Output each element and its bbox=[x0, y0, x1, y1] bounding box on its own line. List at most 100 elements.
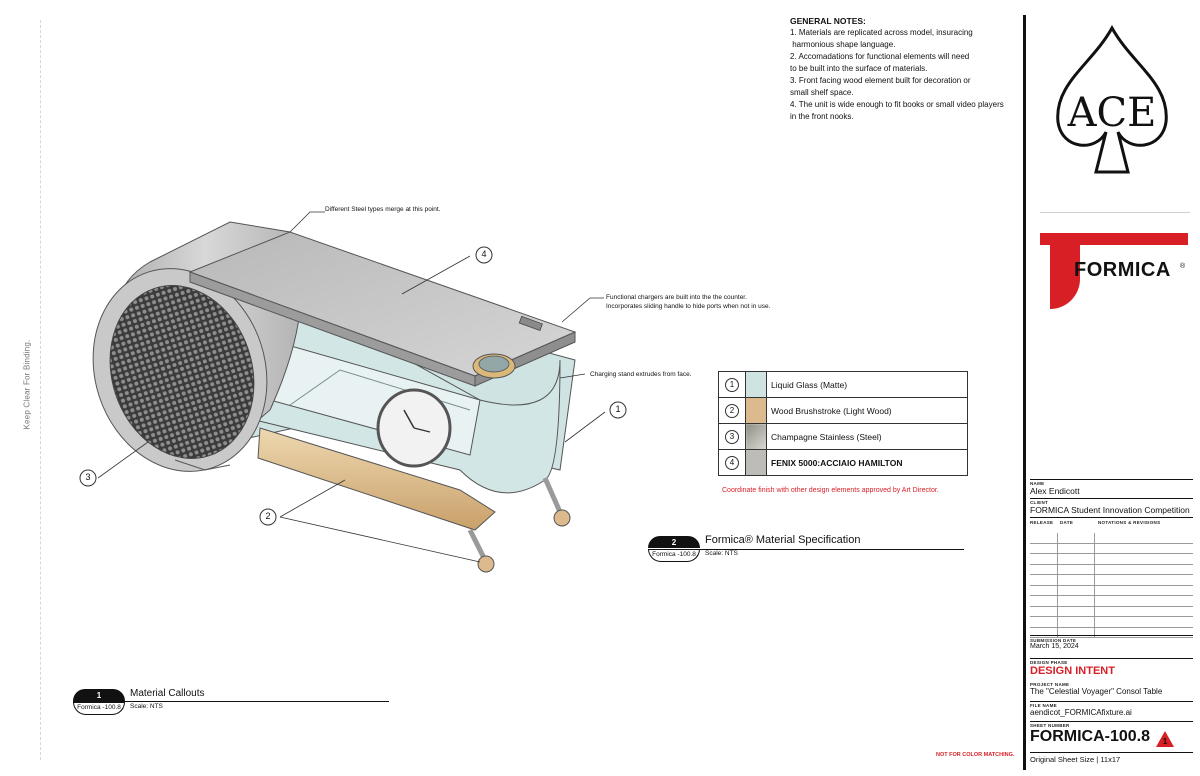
general-note-line: small shelf space. bbox=[790, 88, 854, 97]
callout-number-1: 1 bbox=[615, 404, 621, 414]
callout-bubble-4 bbox=[475, 246, 493, 264]
material-number: 3 bbox=[725, 429, 739, 444]
sheet-number: FORMICA-100.8 bbox=[1030, 728, 1151, 745]
client-value: FORMICA Student Innovation Competition bbox=[1030, 505, 1190, 515]
ace-logo-text: ACE bbox=[1067, 90, 1157, 136]
detail-2-title-line bbox=[648, 536, 964, 550]
detail-1-title: Material Callouts bbox=[130, 688, 205, 699]
title-block: NAME Alex Endicott CLIENT FORMICA Studen… bbox=[1030, 479, 1193, 529]
general-note-line: in the front nooks. bbox=[790, 112, 854, 121]
material-name: Liquid Glass (Matte) bbox=[766, 371, 968, 398]
client-section: CLIENT FORMICA Student Innovation Compet… bbox=[1030, 498, 1193, 515]
detail-1-number: 1 bbox=[73, 689, 125, 701]
file-section: FILE NAME aendicot_FORMICAfixture.ai bbox=[1030, 701, 1193, 717]
leg bbox=[467, 528, 487, 560]
revision-row bbox=[1030, 606, 1193, 617]
submission-section: SUBMISSION DATE March 15, 2024 bbox=[1030, 635, 1193, 650]
project-section: PROJECT NAME The "Celestial Voyager" Con… bbox=[1030, 682, 1193, 696]
client-label: CLIENT bbox=[1030, 500, 1049, 505]
sheet-section: SHEET NUMBER FORMICA-100.8 bbox=[1030, 721, 1193, 746]
console-table-illustration bbox=[79, 211, 627, 573]
project-value: The "Celestial Voyager" Consol Table bbox=[1030, 687, 1163, 696]
note-chargers-line2: Incorporates sliding handle to hide port… bbox=[606, 303, 771, 310]
general-note-line: 4. The unit is wide enough to fit books … bbox=[790, 100, 1004, 109]
sheet-label: SHEET NUMBER bbox=[1030, 723, 1070, 728]
submission-value: March 15, 2024 bbox=[1030, 643, 1079, 650]
revision-row bbox=[1030, 533, 1193, 544]
name-value: Alex Endicott bbox=[1030, 486, 1080, 496]
speaker-grille bbox=[109, 285, 255, 459]
material-spec-table: 1 Liquid Glass (Matte) 2 Wood Brushstrok… bbox=[718, 371, 968, 476]
title-block-border bbox=[1023, 15, 1026, 770]
phase-label: DESIGN PHASE bbox=[1030, 660, 1068, 665]
notations-label: NOTATIONS & REVISIONS bbox=[1098, 520, 1161, 525]
release-label: RELEASE bbox=[1030, 520, 1054, 525]
material-number: 1 bbox=[725, 377, 739, 392]
table-row: 1 Liquid Glass (Matte) bbox=[718, 371, 968, 398]
detail-2-number: 2 bbox=[648, 536, 700, 548]
material-number: 2 bbox=[725, 403, 739, 418]
revision-row bbox=[1030, 617, 1193, 628]
general-note-line: 2. Accomadations for functional elements… bbox=[790, 52, 970, 61]
material-name: Champagne Stainless (Steel) bbox=[766, 423, 968, 450]
table-row: 3 Champagne Stainless (Steel) bbox=[718, 423, 968, 450]
original-sheet-size: Original Sheet Size | 11x17 bbox=[1030, 752, 1193, 764]
phase-value: DESIGN INTENT bbox=[1030, 665, 1115, 677]
material-number: 4 bbox=[725, 455, 739, 470]
submission-label: SUBMISSION DATE bbox=[1030, 638, 1077, 643]
revision-row bbox=[1030, 585, 1193, 596]
general-note-line: 3. Front facing wood element built for d… bbox=[790, 76, 971, 85]
detail-1-title-line bbox=[73, 689, 389, 702]
coordinate-finish-note: Coordinate finish with other design elem… bbox=[722, 487, 939, 494]
callout-bubble-1 bbox=[609, 401, 627, 419]
file-label: FILE NAME bbox=[1030, 703, 1057, 708]
callout-number-3: 3 bbox=[85, 472, 91, 482]
detail-1-ref: Formica -100.8 bbox=[73, 702, 125, 715]
formica-logo-reg: ® bbox=[1180, 263, 1186, 270]
file-value: aendicot_FORMICAfixture.ai bbox=[1030, 708, 1132, 717]
revision-row bbox=[1030, 554, 1193, 565]
name-label: NAME bbox=[1030, 481, 1045, 486]
material-swatch-liquid-glass bbox=[745, 371, 767, 398]
detail-2-title: Formica® Material Specification bbox=[705, 534, 861, 546]
logo-divider bbox=[1040, 212, 1190, 213]
wood-rail bbox=[257, 427, 496, 531]
note-chargers-line1: Functional chargers are built into the t… bbox=[606, 294, 747, 301]
revision-row bbox=[1030, 575, 1193, 586]
not-for-color-matching: NOT FOR COLOR MATCHING. bbox=[936, 752, 1015, 758]
binding-guide-line bbox=[40, 20, 41, 760]
callout-number-2: 2 bbox=[265, 511, 271, 521]
table-row: 2 Wood Brushstroke (Light Wood) bbox=[718, 397, 968, 424]
detail-1-scale: Scale: NTS bbox=[130, 703, 163, 710]
revision-row bbox=[1030, 543, 1193, 554]
general-note-line: to be built into the surface of material… bbox=[790, 64, 928, 73]
detail-2-ref: Formica -100.8 bbox=[648, 549, 700, 562]
callout-number-4: 4 bbox=[481, 249, 487, 259]
revision-header: RELEASE DATE NOTATIONS & REVISIONS bbox=[1030, 517, 1193, 529]
table-row: 4 FENIX 5000:ACCIAIO HAMILTON bbox=[718, 449, 968, 476]
material-swatch-fenix bbox=[745, 449, 767, 476]
revision-row bbox=[1030, 596, 1193, 607]
name-section: NAME Alex Endicott bbox=[1030, 479, 1193, 496]
phase-section: DESIGN PHASE DESIGN INTENT bbox=[1030, 658, 1193, 677]
formica-logo-text: FORMICA bbox=[1074, 259, 1171, 281]
callout-bubble-3 bbox=[79, 469, 97, 487]
note-charging-stand: Charging stand extrudes from face. bbox=[590, 371, 692, 378]
material-name: Wood Brushstroke (Light Wood) bbox=[766, 397, 968, 424]
revision-grid bbox=[1030, 533, 1193, 638]
formica-logo: FORMICA ® bbox=[1040, 233, 1188, 309]
revision-row bbox=[1030, 564, 1193, 575]
leg bbox=[542, 476, 563, 514]
general-note-line: harmonious shape language. bbox=[790, 40, 896, 49]
material-swatch-steel bbox=[745, 423, 767, 450]
date-label: DATE bbox=[1060, 520, 1074, 525]
ace-logo: ACE bbox=[1056, 24, 1168, 174]
general-notes: GENERAL NOTES: 1. Materials are replicat… bbox=[790, 15, 1020, 123]
general-note-line: 1. Materials are replicated across model… bbox=[790, 28, 973, 37]
callout-bubble-2 bbox=[259, 508, 277, 526]
revision-row bbox=[1030, 627, 1193, 638]
detail-2-scale: Scale: NTS bbox=[705, 550, 738, 557]
sheet-flag-icon bbox=[1156, 731, 1174, 747]
note-steel-merge: Different Steel types merge at this poin… bbox=[325, 206, 441, 213]
project-label: PROJECT NAME bbox=[1030, 682, 1070, 687]
